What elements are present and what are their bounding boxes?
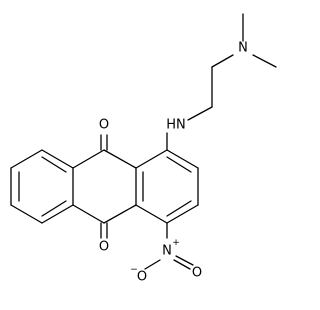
nitro-n-charge-label: + — [172, 238, 180, 248]
nitro-o-left-charge-label: − — [130, 265, 138, 275]
carbonyl-bottom-o-label: O — [99, 240, 109, 255]
right-aromatic-ring — [135, 149, 199, 224]
aminoethyl-side-chain — [166, 13, 277, 151]
carbonyl-top-o-label: O — [99, 118, 109, 133]
nitro-o-left-label: O — [137, 270, 147, 285]
nitro-group-bonds — [144, 222, 194, 270]
carbonyl-bonds — [100, 134, 108, 239]
secondary-amine-hn-label: HN — [166, 118, 186, 133]
nitro-o-right-label: O — [192, 266, 202, 281]
tertiary-amine-n-label: N — [238, 41, 248, 56]
left-benzene-ring — [10, 149, 74, 224]
nitro-n-label: N — [162, 244, 172, 259]
chemical-structure: N HN O O N + O − O — [10, 13, 277, 285]
central-quinone-ring — [72, 149, 137, 224]
